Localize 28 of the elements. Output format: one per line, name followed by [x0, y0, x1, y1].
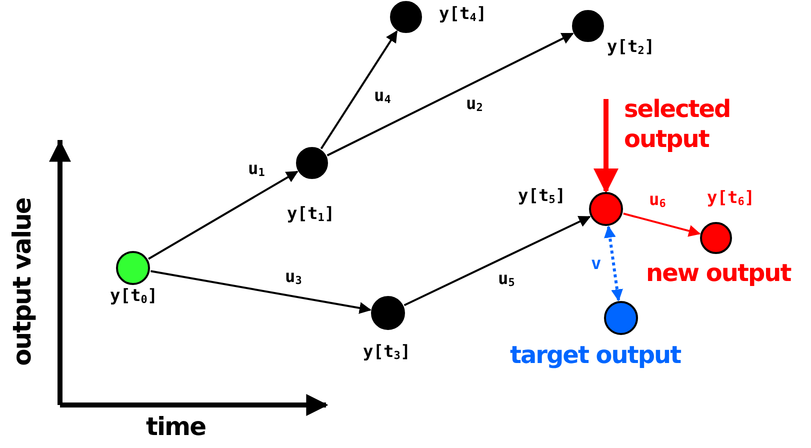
output-circle [390, 1, 422, 33]
arrow [320, 30, 398, 150]
output-circle [700, 222, 732, 254]
output-caption: new output [646, 258, 791, 288]
output-circle [371, 296, 405, 330]
arrow [594, 99, 618, 194]
arrow [326, 32, 574, 156]
output-label: y[t$_{0}$] [110, 286, 158, 306]
output-caption: selected output [624, 94, 732, 154]
output-caption: target output [510, 340, 681, 370]
output-circle [572, 10, 604, 42]
output-circle [116, 251, 150, 285]
arrow [148, 170, 298, 260]
axis-label: output value [8, 198, 36, 366]
output-label: y[t$_{6}$] [707, 188, 755, 208]
output-label: y[t$_{3}$] [363, 342, 411, 362]
output-label: y[t$_{4}$] [439, 4, 487, 24]
output-label: y[t$_{5}$] [518, 186, 566, 206]
arrow [623, 212, 701, 237]
arrow [404, 216, 591, 306]
output-circle [296, 147, 328, 179]
output-circle [589, 192, 623, 226]
output-circle [604, 301, 638, 335]
axis-label: time [146, 412, 206, 441]
arrow [150, 270, 372, 314]
arrow [604, 226, 624, 302]
output-label: y[t$_{1}$] [287, 204, 335, 224]
output-label: y[t$_{2}$] [607, 37, 655, 57]
